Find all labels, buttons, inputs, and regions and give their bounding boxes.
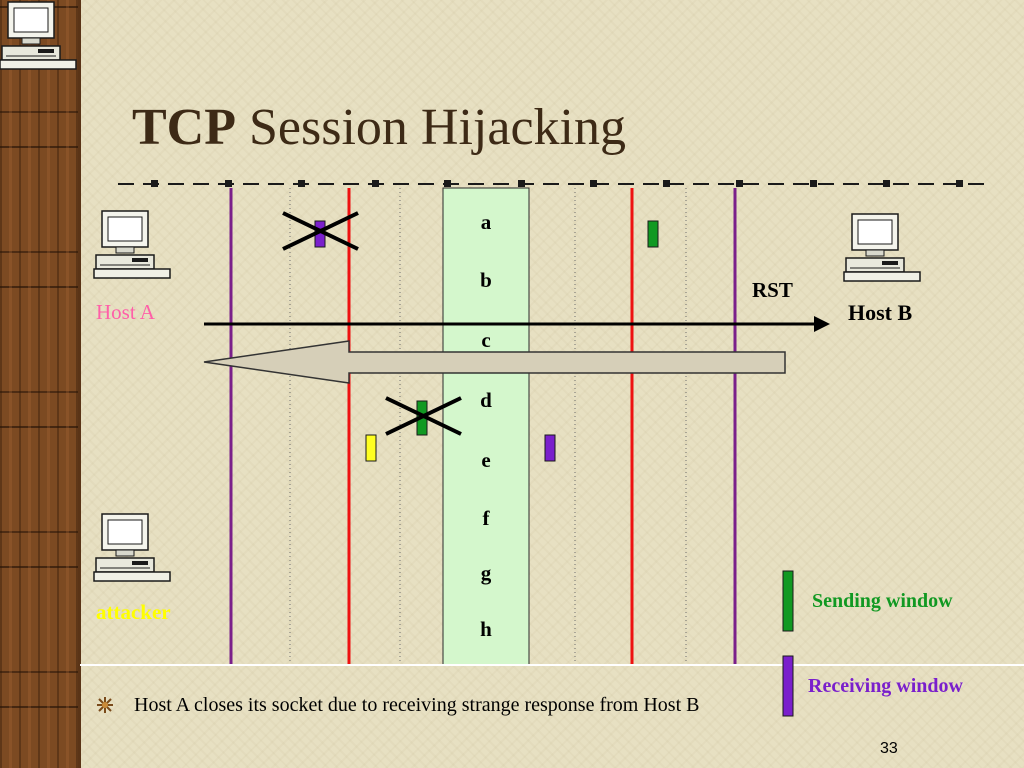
sequence-label: a [480,210,492,234]
legend-receiving-label: Receiving window [808,675,963,697]
bullet-text: Host A closes its socket due to receivin… [134,694,700,716]
rst-label: RST [752,278,793,302]
sequence-label: h [480,617,492,641]
sequence-label: c [481,328,491,352]
cross-icon [282,211,359,251]
sequence-label: g [480,561,492,585]
title-rest: Session Hijacking [249,99,626,156]
sequence-label: e [481,448,491,472]
computer-icon [0,1,77,70]
attacker-computer-icon [93,513,171,582]
data-column [442,187,530,666]
response-block-arrow [203,340,786,384]
legend-sending-label: Sending window [812,590,953,612]
attacker-label: attacker [96,600,171,624]
bullet-star-icon [97,697,113,713]
title-divider [118,180,993,187]
attacker-marker [365,434,377,462]
page-number: 33 [880,740,898,757]
sending-window-marker-1 [647,220,659,248]
legend-sending-bar [782,570,794,632]
receiving-window-marker-2 [544,434,556,462]
sequence-label: d [480,388,492,412]
host-b-computer-icon [843,213,921,282]
host-a-computer-icon [93,210,171,279]
title-bold: TCP [132,99,236,156]
window-boundaries [229,188,737,665]
sequence-label: b [480,268,492,292]
wood-sidebar [0,0,81,768]
page-title: TCP Session Hijacking [132,98,626,157]
cross-icon-2 [385,396,462,436]
legend-receiving-bar [782,655,794,717]
bullet-item: Host A closes its socket due to receivin… [96,694,776,717]
rst-arrowhead [814,316,830,332]
host-a-label: Host A [96,300,155,324]
sequence-label: f [482,506,490,530]
host-b-label: Host B [848,300,913,325]
